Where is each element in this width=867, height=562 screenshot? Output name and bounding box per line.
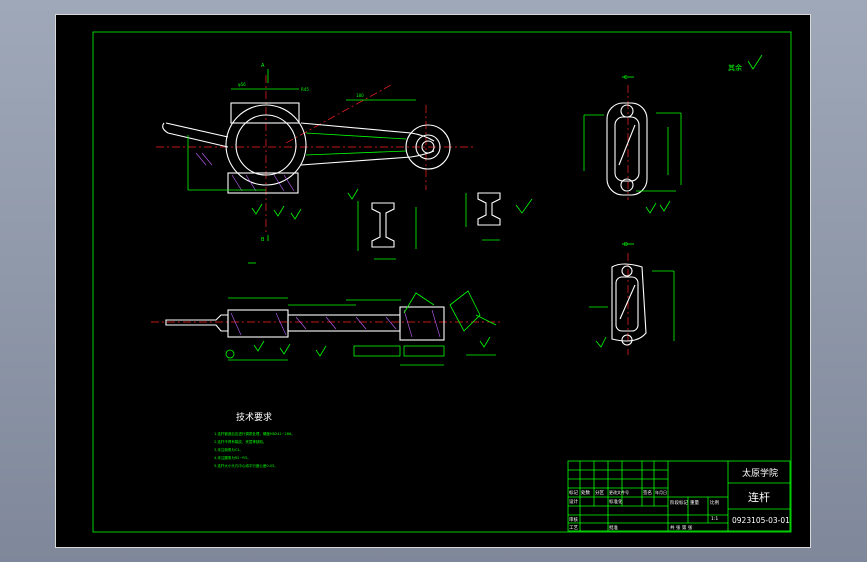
tech-requirement-line: 3.未注倒角为C1。 [214, 447, 243, 452]
tech-requirement-line: 2.连杆不得有裂纹、夹层等缺陷。 [214, 439, 266, 444]
tech-requirements-title: 技术要求 [236, 411, 272, 423]
right-view-bottom [589, 243, 675, 355]
weight-label: 重量 [690, 499, 699, 506]
design-label: 设计 [569, 498, 578, 505]
section-label-a: A [261, 63, 265, 69]
tech-requirements: 技术要求 1.连杆锻造后应进行调质处理，硬度HB241~286。 2.连杆不得有… [214, 411, 295, 468]
scale-label: 比例 [710, 499, 719, 506]
lower-view [151, 292, 501, 366]
svg-text:180: 180 [356, 93, 364, 98]
main-view: φ56 180 R45 [156, 69, 476, 264]
section-view-b [465, 192, 533, 241]
engineering-drawing: 其余 φ56 180 R45 [92, 31, 792, 533]
svg-text:R45: R45 [301, 87, 309, 92]
tech-requirement-line: 4.未注圆角为R2~R3。 [214, 455, 251, 460]
section-view-a [357, 201, 417, 260]
stage-label: 阶段标记 [670, 499, 688, 506]
review-label: 审核 [569, 516, 578, 523]
tech-requirement-line: 5.连杆大小头孔中心线平行度公差0.03。 [214, 463, 278, 468]
section-label-b: B [261, 237, 265, 243]
school-name: 太原学院 [742, 467, 778, 479]
right-view-top [583, 76, 682, 214]
title-row-label: 更改文件号 [609, 489, 629, 495]
title-row-label: 签名 [643, 489, 652, 496]
sheet-border [92, 31, 792, 533]
title-block: 标记 处数 分区 更改文件号 签名 年月日 设计 标准化 审核 工艺 批准 阶段… [567, 460, 791, 532]
roughness-symbol-icon [747, 54, 763, 70]
roughness-note: 其余 [728, 63, 742, 72]
title-row-label: 年月日 [655, 489, 667, 495]
scale-value: 1:1 [711, 516, 718, 522]
title-row-label: 处数 [581, 489, 590, 496]
standard-label: 标准化 [609, 498, 623, 505]
detail-view-c [449, 290, 497, 356]
section-label-d: D [624, 242, 628, 248]
title-row-label: 分区 [595, 489, 604, 496]
sheets-label: 共 张 第 张 [670, 524, 693, 531]
section-label-c: C [624, 75, 628, 81]
tech-requirement-line: 1.连杆锻造后应进行调质处理，硬度HB241~286。 [214, 431, 295, 436]
svg-text:φ56: φ56 [238, 82, 246, 87]
drawing-number: 0923105-03-01 [732, 516, 790, 525]
approve-label: 批准 [609, 524, 618, 531]
process-label: 工艺 [569, 525, 578, 531]
title-row-label: 标记 [569, 489, 578, 496]
cad-viewport[interactable]: 其余 φ56 180 R45 [55, 14, 811, 548]
part-name: 连杆 [748, 490, 770, 504]
